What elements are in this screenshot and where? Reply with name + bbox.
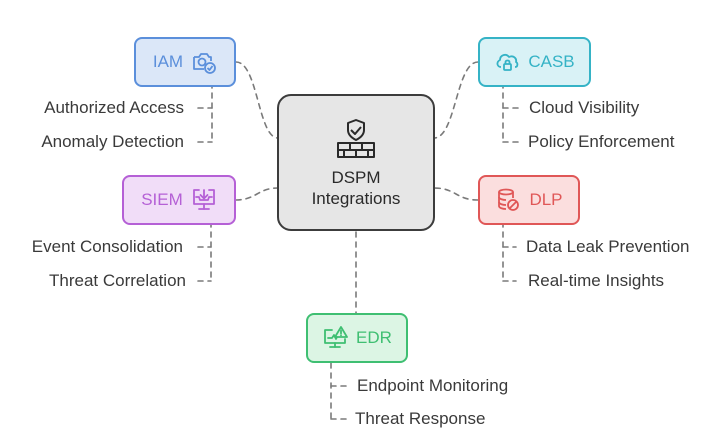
- node-casb-label: CASB: [528, 52, 575, 71]
- camera-check-icon: [193, 53, 217, 74]
- casb-item-cloud-visibility: Cloud Visibility: [529, 98, 640, 117]
- node-iam-label: IAM: [152, 52, 184, 71]
- connector-dlp-hub: [433, 187, 479, 201]
- dlp-item-real-time-insights: Real-time Insights: [528, 271, 665, 290]
- node-siem-label: SIEM: [141, 190, 183, 209]
- cloud-lock-icon: [496, 53, 519, 71]
- node-edr-label: EDR: [356, 328, 392, 347]
- connector-casb-hub: [433, 61, 479, 139]
- shield-wall-icon: [337, 118, 375, 158]
- node-siem: SIEM: [122, 175, 236, 225]
- siem-item-threat-correlation: Threat Correlation: [48, 271, 186, 290]
- dlp-item-data-leak-prevention: Data Leak Prevention: [526, 237, 690, 256]
- node-dlp: DLP: [478, 175, 580, 225]
- node-edr: EDR: [306, 313, 408, 363]
- casb-item-policy-enforcement: Policy Enforcement: [528, 132, 675, 151]
- monitor-alert-icon: [324, 326, 348, 348]
- connector-siem-hub: [235, 187, 279, 201]
- node-casb: CASB: [478, 37, 591, 87]
- siem-item-event-consolidation: Event Consolidation: [31, 237, 183, 256]
- hub-node: DSPM Integrations: [277, 94, 435, 231]
- iam-item-anomaly-detection: Anomaly Detection: [41, 132, 184, 151]
- node-iam: IAM: [134, 37, 236, 87]
- node-dlp-label: DLP: [529, 190, 563, 209]
- edr-item-threat-response: Threat Response: [355, 409, 486, 428]
- database-block-icon: [498, 188, 520, 211]
- monitor-inbox-icon: [192, 189, 215, 210]
- hub-title-line2: Integrations: [311, 188, 401, 208]
- connector-iam-hub: [235, 61, 279, 139]
- hub-title-line1: DSPM: [331, 167, 381, 187]
- edr-item-endpoint-monitoring: Endpoint Monitoring: [357, 376, 509, 395]
- iam-item-authorized-access: Authorized Access: [44, 98, 184, 117]
